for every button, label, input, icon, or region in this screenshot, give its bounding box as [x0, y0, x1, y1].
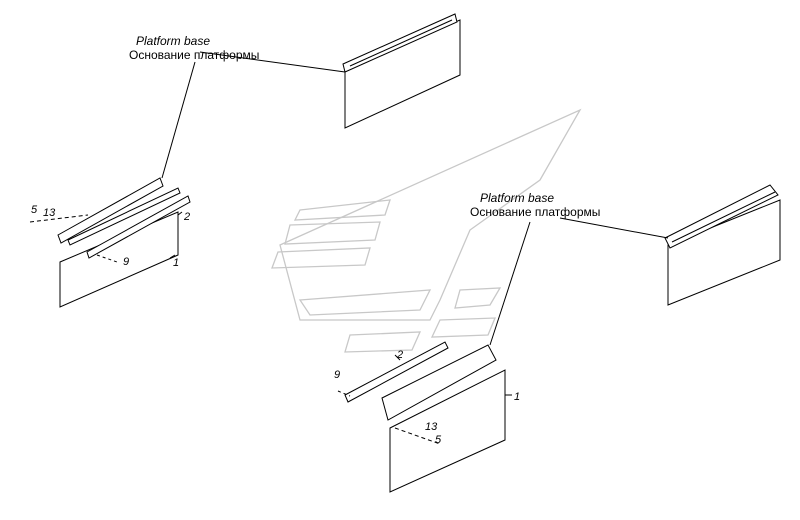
left-label-2: 2: [183, 211, 190, 223]
left-label-13: 13: [43, 207, 56, 219]
left-top-bracket: [57, 177, 164, 244]
right-label-5: 5: [435, 434, 442, 446]
right-label-9: 9: [334, 369, 340, 381]
left-label-1: 1: [173, 257, 179, 269]
leader-top-panel: [199, 51, 346, 73]
right-caption-en: Platform base: [480, 191, 554, 205]
right-panel-1: [389, 369, 506, 493]
leader-right-panel: [559, 217, 669, 239]
top-caption-ru: Основание платформы: [129, 48, 259, 62]
platform-base-panel-top: [342, 13, 461, 129]
right-top-bracket: [381, 344, 497, 421]
leader-top-bracket: [161, 61, 196, 179]
left-strip-2: [86, 195, 191, 259]
right-label-2: 2: [396, 349, 403, 361]
left-assembly: [29, 177, 191, 308]
leader-right-bracket: [489, 221, 531, 346]
right-label-1: 1: [514, 391, 520, 403]
watermark-logo: [271, 108, 582, 353]
right-caption-ru: Основание платформы: [470, 205, 600, 219]
right-assembly: [337, 341, 506, 493]
right-label-13: 13: [425, 421, 438, 433]
right-strip-2: [344, 341, 449, 403]
left-label-5: 5: [31, 204, 38, 216]
left-label-9: 9: [123, 256, 129, 268]
platform-base-panel-right: [664, 184, 781, 306]
top-caption-en: Platform base: [136, 34, 210, 48]
